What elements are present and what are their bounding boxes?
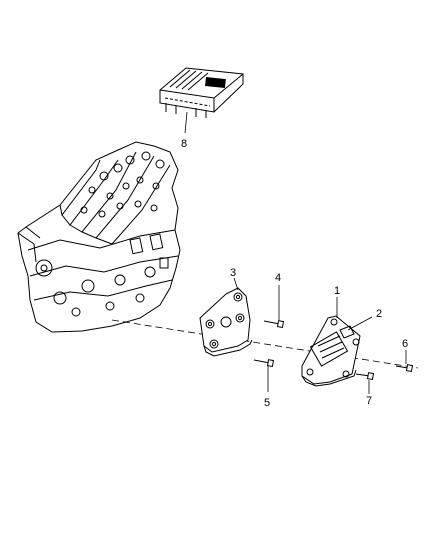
callout-7: 7 — [366, 395, 372, 407]
callout-8: 8 — [181, 138, 187, 150]
leader-line-8 — [184, 111, 188, 134]
callout-1: 1 — [334, 285, 340, 297]
mounting-centerline — [111, 319, 419, 369]
bolt-icon — [355, 372, 375, 381]
control-module-icon — [159, 67, 244, 118]
mounting-bracket-icon — [199, 287, 253, 357]
engine-control-module-icon — [301, 315, 361, 387]
callout-3: 3 — [230, 267, 236, 279]
callout-4: 4 — [275, 272, 281, 284]
leader-line-2 — [347, 316, 373, 331]
leader-line-3 — [233, 277, 239, 291]
bolt-icon — [263, 320, 285, 329]
engine-block-icon — [17, 141, 181, 333]
callout-2: 2 — [376, 308, 382, 320]
bolt-icon — [253, 359, 275, 368]
callout-6: 6 — [402, 338, 408, 350]
callout-5: 5 — [264, 397, 270, 409]
bolt-icon — [395, 364, 414, 373]
